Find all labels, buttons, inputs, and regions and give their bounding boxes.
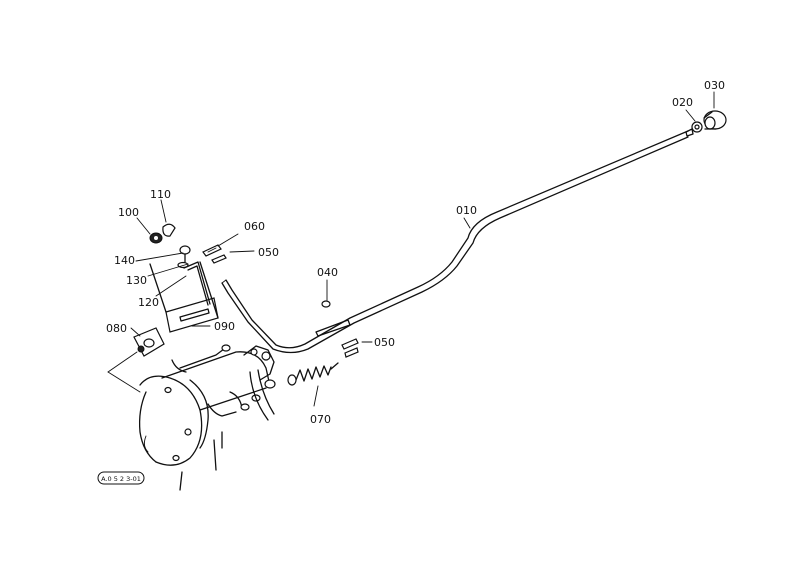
label-020: 020 [672,96,693,109]
engine-housing [138,344,276,491]
clip-040 [315,300,351,337]
rod-010 [221,130,689,354]
part-labels: 010 020 030 040 050 050 060 070 080 090 … [106,79,725,426]
label-070: 070 [310,413,331,426]
bracket-080 [107,327,165,393]
pin-050-upper [211,254,227,264]
washer-020 [685,121,703,137]
label-100: 100 [118,206,139,219]
plate-120 [177,245,211,306]
nut-100 [149,232,163,244]
bracket-090 [149,261,219,333]
label-120: 120 [138,296,159,309]
label-030: 030 [704,79,725,92]
spring-070 [287,362,339,386]
label-040: 040 [317,266,338,279]
label-050-lower: 050 [374,336,395,349]
label-130: 130 [126,274,147,287]
knob-030 [703,110,727,130]
leader-lines [130,91,715,407]
label-060: 060 [244,220,265,233]
label-010: 010 [456,204,477,217]
label-110: 110 [150,188,171,201]
stamp-text: A.0 5 2 3-01 [101,475,141,483]
label-080: 080 [106,322,127,335]
pin-060 [202,244,222,257]
pin-050-lower [341,338,359,358]
knob-110 [162,223,176,237]
label-140: 140 [114,254,135,267]
label-050-upper: 050 [258,246,279,259]
drawing-reference-stamp: A.0 5 2 3-01 [97,471,145,485]
label-090: 090 [214,320,235,333]
